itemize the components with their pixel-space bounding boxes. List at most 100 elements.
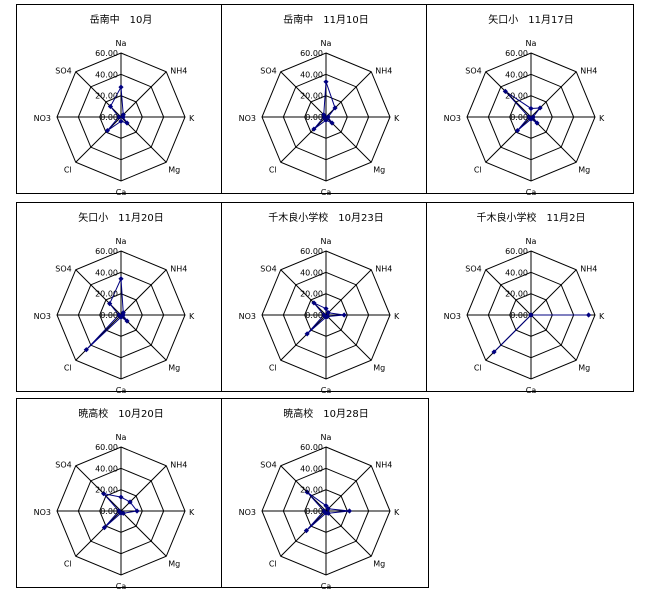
tick-label: 60.00: [95, 49, 118, 58]
data-point: [526, 114, 532, 120]
tick-label: 0.00: [305, 113, 323, 122]
axis-label: K: [394, 508, 400, 517]
series-line: [493, 314, 589, 353]
axis-label: NH4: [375, 265, 392, 274]
radar-chart: 千木良小学校 10月23日NaNH4KMgCaClNO3SO40.0020.00…: [239, 211, 400, 393]
tick-label: 60.00: [300, 443, 323, 452]
axis-label: Mg: [168, 363, 180, 372]
axis-label: Ca: [321, 386, 332, 393]
tick-label: 40.00: [95, 464, 118, 473]
data-point: [118, 84, 124, 90]
axis-label: NH4: [375, 461, 392, 470]
axis-spoke: [75, 510, 122, 557]
axis-spoke: [75, 465, 122, 512]
axis-spoke: [530, 314, 577, 361]
data-point: [107, 103, 114, 110]
data-point: [325, 114, 331, 120]
axis-label: Na: [116, 39, 127, 48]
chart-title: 暁高校 10月28日: [283, 407, 368, 420]
axis-label: Cl: [474, 363, 482, 372]
data-point: [118, 510, 124, 516]
tick-label: 60.00: [505, 247, 528, 256]
axis-label: NO3: [239, 508, 256, 517]
axis-spoke: [75, 116, 122, 163]
axis-spoke: [280, 71, 327, 118]
axis-label: Ca: [116, 386, 127, 393]
axis-label: K: [599, 114, 605, 123]
axis-spoke: [325, 465, 372, 512]
data-point: [118, 118, 124, 124]
axis-spoke: [280, 314, 327, 361]
axis-label: SO4: [55, 265, 71, 274]
axis-label: K: [599, 312, 605, 321]
axis-label: SO4: [55, 67, 71, 76]
axis-label: SO4: [55, 461, 71, 470]
tick-label: 20.00: [505, 92, 528, 101]
axis-spoke: [120, 71, 167, 118]
tick-label: 40.00: [300, 70, 323, 79]
data-point: [118, 276, 124, 282]
tick-label: 20.00: [300, 290, 323, 299]
data-point: [120, 312, 126, 318]
data-point: [116, 114, 122, 120]
radar-chart: 矢口小 11月20日NaNH4KMgCaClNO3SO40.0020.0040.…: [34, 211, 195, 393]
data-point: [341, 312, 347, 318]
radar-chart: 岳南中 11月10日NaNH4KMgCaClNO3SO40.0020.0040.…: [239, 13, 400, 195]
axis-spoke: [325, 510, 372, 557]
axis-label: SO4: [465, 265, 481, 274]
data-point: [323, 306, 329, 312]
tick-label: 20.00: [95, 486, 118, 495]
data-point: [346, 508, 353, 514]
tick-label: 20.00: [300, 486, 323, 495]
data-point: [101, 524, 108, 531]
axis-label: Ca: [321, 188, 332, 195]
axis-label: K: [189, 312, 195, 321]
data-point: [537, 105, 543, 111]
tick-label: 60.00: [300, 247, 323, 256]
axis-spoke: [530, 116, 577, 163]
axis-label: NH4: [170, 67, 187, 76]
axis-label: NO3: [34, 114, 51, 123]
axis-label: K: [394, 312, 400, 321]
data-point: [321, 312, 327, 318]
axis-label: Cl: [269, 165, 277, 174]
axis-spoke: [485, 116, 532, 163]
axis-label: NH4: [580, 67, 597, 76]
radar-chart: 暁高校 10月28日NaNH4KMgCaClNO3SO40.0020.0040.…: [239, 407, 400, 589]
tick-label: 40.00: [505, 268, 528, 277]
axis-label: Na: [526, 39, 537, 48]
axis-label: Na: [321, 237, 332, 246]
radar-chart: 暁高校 10月20日NaNH4KMgCaClNO3SO40.0020.0040.…: [34, 407, 195, 589]
axis-label: NO3: [34, 508, 51, 517]
axis-label: Ca: [526, 386, 537, 393]
tick-label: 0.00: [510, 311, 528, 320]
chart-title: 千木良小学校 10月23日: [268, 211, 383, 224]
axis-label: Mg: [578, 165, 590, 174]
axis-label: Na: [526, 237, 537, 246]
tick-label: 60.00: [95, 247, 118, 256]
axis-label: SO4: [465, 67, 481, 76]
axis-label: Ca: [526, 188, 537, 195]
axis-spoke: [120, 465, 167, 512]
data-point: [323, 117, 329, 123]
axis-label: Mg: [373, 559, 385, 568]
data-point: [83, 347, 89, 353]
data-point: [118, 494, 124, 500]
axis-label: Mg: [373, 165, 385, 174]
axis-label: SO4: [260, 265, 276, 274]
tick-label: 0.00: [100, 507, 118, 516]
axis-spoke: [75, 269, 122, 316]
radar-chart: 矢口小 11月17日NaNH4KMgCaClNO3SO40.0020.0040.…: [444, 13, 605, 195]
chart-title: 岳南中 11月10日: [283, 13, 368, 26]
axis-label: Cl: [64, 165, 72, 174]
axis-label: Ca: [116, 582, 127, 589]
axis-label: NH4: [580, 265, 597, 274]
axis-spoke: [325, 269, 372, 316]
axis-label: Mg: [578, 363, 590, 372]
chart-title: 矢口小 11月17日: [488, 13, 573, 26]
axis-label: SO4: [260, 67, 276, 76]
